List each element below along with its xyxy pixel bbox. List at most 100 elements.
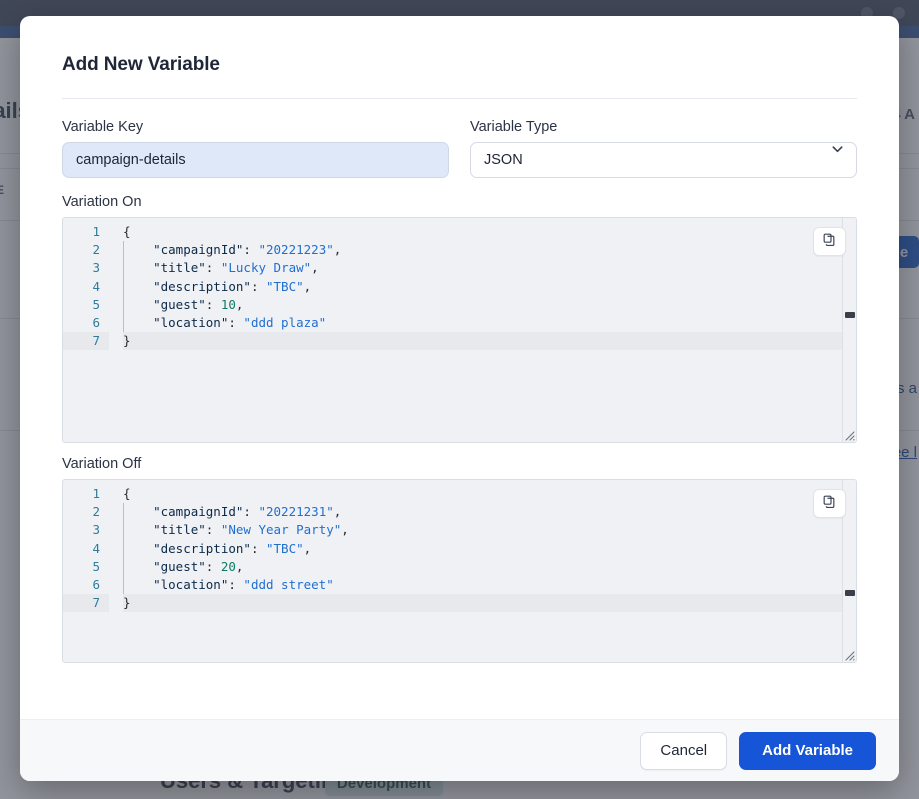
token-punct: , bbox=[333, 504, 342, 520]
copy-icon bbox=[822, 494, 837, 514]
token-key: "title" bbox=[123, 522, 206, 538]
line-number: 1 bbox=[92, 224, 100, 239]
code-line: "location": "ddd street" bbox=[123, 576, 856, 594]
code-line: "campaignId": "20221231", bbox=[123, 503, 856, 521]
line-number: 2 bbox=[92, 242, 100, 258]
code-line: "location": "ddd plaza" bbox=[123, 314, 856, 332]
line-number: 5 bbox=[92, 296, 100, 312]
line-number: 4 bbox=[92, 540, 100, 556]
token-str: "ddd street" bbox=[243, 576, 334, 592]
token-punct: : bbox=[250, 278, 266, 294]
dialog-footer: Cancel Add Variable bbox=[20, 719, 899, 781]
line-number: 3 bbox=[92, 522, 100, 538]
variable-type-field-group: Variable Type JSON bbox=[470, 119, 857, 178]
code-line: "guest": 20, bbox=[123, 558, 856, 576]
copy-button-1[interactable] bbox=[813, 489, 846, 518]
token-punct: , bbox=[303, 540, 312, 556]
token-punct: : bbox=[205, 296, 221, 312]
indent-guide bbox=[123, 503, 124, 594]
code-line: } bbox=[123, 594, 856, 613]
token-punct: : bbox=[228, 576, 244, 592]
editor-resize-handle-0[interactable] bbox=[842, 428, 855, 441]
line-number: 2 bbox=[92, 504, 100, 520]
variable-type-select[interactable]: JSON bbox=[470, 142, 857, 178]
variable-key-input[interactable]: campaign-details bbox=[62, 142, 449, 178]
code-lines-1[interactable]: { "campaignId": "20221231", "title": "Ne… bbox=[109, 480, 856, 662]
token-str: "ddd plaza" bbox=[243, 314, 327, 330]
line-number: 3 bbox=[92, 260, 100, 276]
token-str: "TBC" bbox=[266, 540, 304, 556]
token-str: "New Year Party" bbox=[220, 522, 342, 538]
line-number: 5 bbox=[92, 558, 100, 574]
editor-scrollbar-thumb[interactable] bbox=[845, 590, 855, 596]
token-key: "campaignId" bbox=[123, 242, 244, 258]
token-punct: , bbox=[333, 242, 342, 258]
dialog-body: Add New Variable Variable Key campaign-d… bbox=[20, 16, 899, 719]
token-punct: , bbox=[235, 558, 244, 574]
form-row: Variable Key campaign-details Variable T… bbox=[42, 99, 877, 178]
editor-label-1: Variation Off bbox=[62, 456, 142, 472]
variable-key-label: Variable Key bbox=[62, 119, 144, 135]
token-punct: : bbox=[243, 504, 259, 520]
token-punct: , bbox=[341, 522, 349, 538]
token-punct: { bbox=[123, 486, 131, 501]
add-new-variable-dialog: Add New Variable Variable Key campaign-d… bbox=[20, 16, 899, 781]
token-punct: : bbox=[250, 540, 266, 556]
code-line: "guest": 10, bbox=[123, 296, 856, 314]
line-number-gutter-1: 1 2 3 4 5 6 7 bbox=[63, 480, 109, 662]
token-key: "guest" bbox=[123, 558, 206, 574]
code-line: "description": "TBC", bbox=[123, 540, 856, 558]
line-number: 7 bbox=[63, 332, 109, 351]
line-number: 4 bbox=[92, 278, 100, 294]
editor-resize-handle-1[interactable] bbox=[842, 648, 855, 661]
indent-guide bbox=[123, 241, 124, 332]
editor-scrollbar-0[interactable] bbox=[842, 218, 856, 442]
token-punct: : bbox=[205, 558, 221, 574]
cancel-button[interactable]: Cancel bbox=[640, 731, 728, 770]
token-punct: : bbox=[205, 522, 221, 538]
code-line: } bbox=[123, 332, 856, 351]
token-key: "location" bbox=[123, 576, 229, 592]
line-number-gutter-0: 1 2 3 4 5 6 7 bbox=[63, 218, 109, 442]
add-variable-button[interactable]: Add Variable bbox=[739, 731, 876, 770]
token-str: "20221223" bbox=[258, 242, 334, 258]
code-line: "title": "New Year Party", bbox=[123, 521, 856, 539]
token-num: 20 bbox=[220, 558, 236, 574]
editor-scrollbar-1[interactable] bbox=[842, 480, 856, 662]
line-number: 7 bbox=[63, 594, 109, 613]
line-number: 6 bbox=[92, 314, 100, 330]
token-key: "description" bbox=[123, 540, 251, 556]
code-line: { bbox=[123, 485, 856, 503]
dialog-title: Add New Variable bbox=[62, 54, 220, 75]
copy-button-0[interactable] bbox=[813, 227, 846, 256]
token-str: "Lucky Draw" bbox=[220, 260, 312, 276]
token-punct: , bbox=[311, 260, 319, 276]
line-number: 6 bbox=[92, 576, 100, 592]
token-punct: , bbox=[235, 296, 244, 312]
token-punct: } bbox=[123, 333, 131, 349]
line-number: 1 bbox=[92, 486, 100, 501]
title-divider bbox=[62, 98, 857, 99]
token-punct: : bbox=[228, 314, 244, 330]
copy-icon bbox=[822, 232, 837, 252]
code-line: "title": "Lucky Draw", bbox=[123, 259, 856, 277]
token-str: "TBC" bbox=[266, 278, 304, 294]
token-key: "guest" bbox=[123, 296, 206, 312]
editor-scrollbar-thumb[interactable] bbox=[845, 312, 855, 318]
code-lines-0[interactable]: { "campaignId": "20221223", "title": "Lu… bbox=[109, 218, 856, 442]
code-line: { bbox=[123, 223, 856, 241]
code-line: "description": "TBC", bbox=[123, 278, 856, 296]
token-punct: : bbox=[243, 242, 259, 258]
code-line: "campaignId": "20221223", bbox=[123, 241, 856, 259]
token-key: "description" bbox=[123, 278, 251, 294]
variable-key-field-group: Variable Key campaign-details bbox=[62, 119, 449, 178]
token-punct: } bbox=[123, 595, 131, 611]
token-num: 10 bbox=[220, 296, 236, 312]
